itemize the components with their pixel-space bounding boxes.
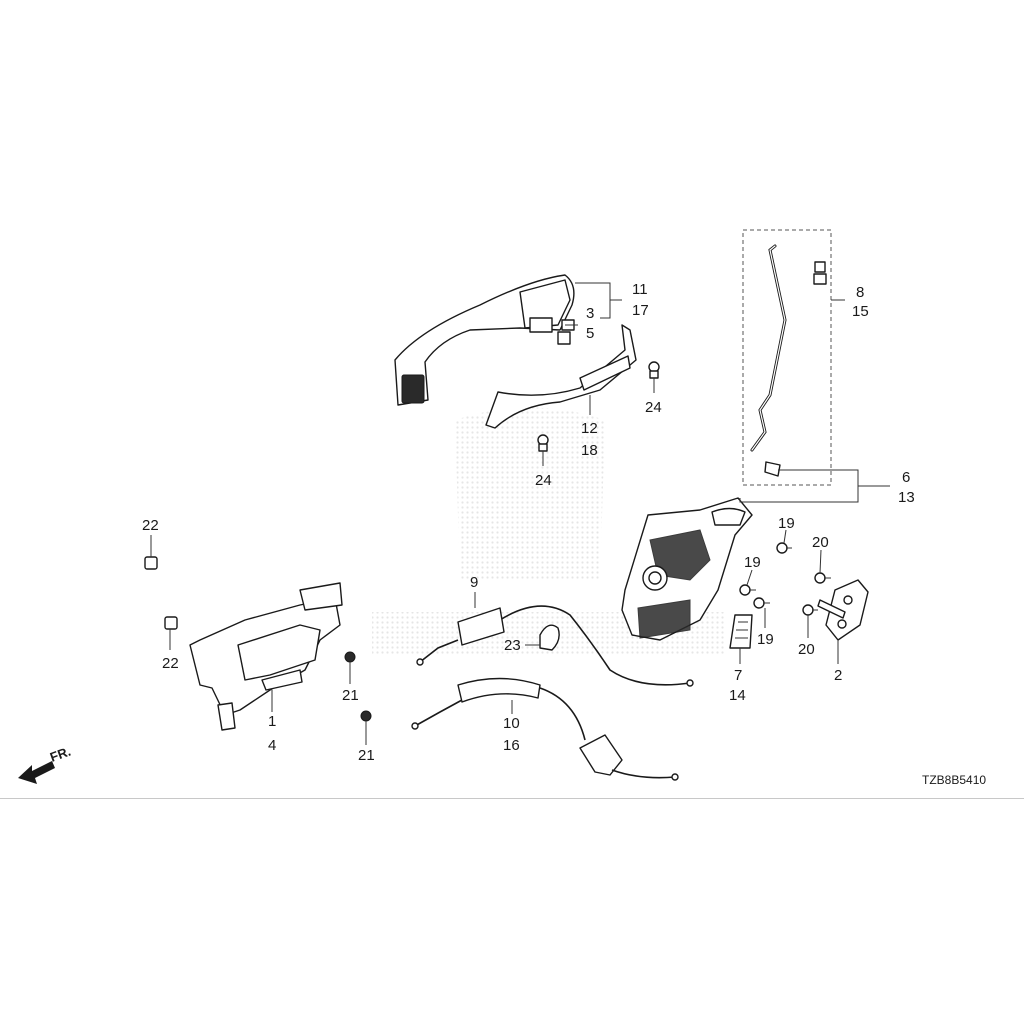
callout-7: 7 bbox=[734, 667, 742, 684]
callout-11: 11 bbox=[632, 281, 648, 298]
inner-handle-cable bbox=[416, 605, 694, 687]
callout-10: 10 bbox=[503, 715, 520, 732]
callout-16: 16 bbox=[503, 737, 520, 754]
callout-22-lower: 22 bbox=[162, 655, 179, 672]
callout-22-upper: 22 bbox=[142, 517, 159, 534]
callout-17: 17 bbox=[632, 302, 649, 319]
callout-2: 2 bbox=[834, 667, 842, 684]
callout-6: 6 bbox=[902, 469, 910, 486]
outer-handle-cable bbox=[411, 677, 679, 781]
lock-rod-assembly bbox=[742, 229, 832, 486]
screw-21-upper bbox=[344, 651, 356, 668]
door-striker bbox=[817, 579, 869, 641]
callout-18: 18 bbox=[581, 442, 598, 459]
outer-door-handle bbox=[394, 274, 575, 406]
callout-24-lower: 24 bbox=[535, 472, 552, 489]
screw-20-lower bbox=[802, 604, 818, 616]
callout-3: 3 bbox=[586, 305, 594, 322]
clip-22-upper bbox=[144, 556, 158, 570]
screw-20-upper bbox=[814, 572, 831, 584]
screw-19-c bbox=[753, 597, 770, 609]
grommet bbox=[729, 614, 753, 649]
bolt-24-upper bbox=[648, 361, 660, 379]
callout-15: 15 bbox=[852, 303, 869, 320]
front-marker-label: FR. bbox=[48, 744, 73, 765]
callout-4: 4 bbox=[268, 737, 276, 754]
callout-23: 23 bbox=[504, 637, 521, 654]
callout-14: 14 bbox=[729, 687, 746, 704]
inner-door-handle bbox=[189, 582, 343, 731]
screw-19-a bbox=[776, 542, 792, 554]
callout-12: 12 bbox=[581, 420, 598, 437]
callout-9: 9 bbox=[470, 574, 478, 591]
callout-8: 8 bbox=[856, 284, 864, 301]
callout-19-b: 19 bbox=[744, 554, 761, 571]
callout-5: 5 bbox=[586, 325, 594, 342]
door-lock-actuator bbox=[621, 497, 753, 641]
callout-21-lower: 21 bbox=[358, 747, 375, 764]
callout-20-lower: 20 bbox=[798, 641, 815, 658]
bottom-divider bbox=[0, 798, 1024, 799]
screw-21-lower bbox=[360, 710, 372, 728]
handle-base-plate bbox=[485, 324, 637, 429]
callout-19-a: 19 bbox=[778, 515, 795, 532]
screw-19-b bbox=[739, 584, 756, 596]
bolt-24-lower bbox=[537, 434, 549, 452]
callout-21-upper: 21 bbox=[342, 687, 359, 704]
callout-1: 1 bbox=[268, 713, 276, 730]
callout-20-upper: 20 bbox=[812, 534, 829, 551]
callout-13: 13 bbox=[898, 489, 915, 506]
callout-19-c: 19 bbox=[757, 631, 774, 648]
clip-22-lower bbox=[164, 616, 178, 630]
front-direction-arrow: FR. bbox=[18, 744, 73, 784]
leader-lines bbox=[150, 282, 890, 745]
callout-24-upper: 24 bbox=[645, 399, 662, 416]
cable-clip bbox=[539, 624, 560, 651]
drawing-code: TZB8B5410 bbox=[922, 773, 986, 787]
